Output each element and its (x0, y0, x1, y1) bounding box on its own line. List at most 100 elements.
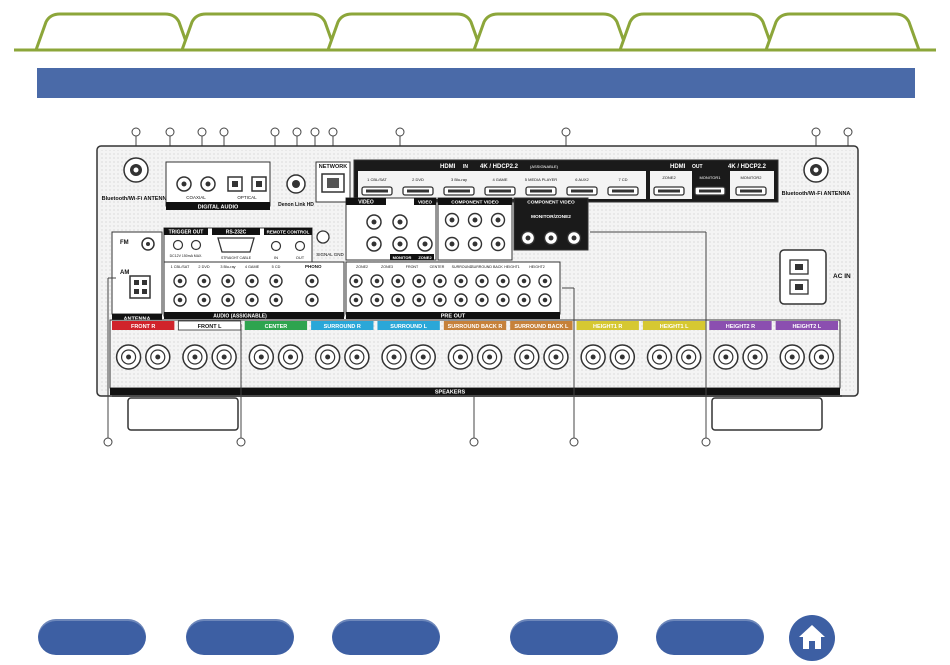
hdmi-in-port[interactable]: 7 CD (607, 177, 639, 196)
speaker-terminal[interactable] (447, 344, 474, 370)
bt-antenna-left[interactable]: Bluetooth/Wi-Fi ANTENNA (102, 157, 171, 202)
audio-input-jack-l[interactable] (221, 274, 235, 288)
trigger-out-1-jack[interactable] (172, 239, 184, 251)
phono-jack-l[interactable] (305, 274, 319, 288)
pre-out-jack-bottom[interactable] (412, 293, 426, 307)
component-in-jack[interactable] (444, 236, 460, 252)
trigger-out-2-jack[interactable] (190, 239, 202, 251)
remote-in-jack[interactable] (270, 240, 282, 252)
ac-in[interactable]: AC IN (779, 249, 851, 305)
pre-out-jack-bottom[interactable] (454, 293, 468, 307)
tab-2[interactable] (179, 12, 338, 52)
nav-button-4[interactable] (510, 619, 618, 655)
tab-5[interactable] (617, 12, 776, 52)
speaker-terminal[interactable] (182, 344, 208, 370)
pre-out-jack-top[interactable] (496, 274, 510, 288)
pre-out-jack-bottom[interactable] (370, 293, 384, 307)
speaker-terminal[interactable] (145, 344, 171, 370)
hdmi-in-port[interactable]: 1 CBL/SAT (361, 177, 393, 196)
hdmi-in-port[interactable]: 4 GAME (484, 177, 516, 196)
pre-out-jack-bottom[interactable] (538, 293, 552, 307)
phono-jack-r[interactable] (305, 293, 319, 307)
pre-out-jack-top[interactable] (412, 274, 426, 288)
pre-out-jack-bottom[interactable] (475, 293, 489, 307)
component-in-jack[interactable] (490, 236, 506, 252)
audio-input-jack-l[interactable] (269, 274, 283, 288)
component-in-jack[interactable] (490, 212, 506, 228)
pre-out-jack-top[interactable] (454, 274, 468, 288)
speaker-terminal[interactable] (713, 344, 739, 370)
pre-out-jack-top[interactable] (391, 274, 405, 288)
speaker-terminal[interactable] (211, 344, 237, 370)
hdmi-in-port[interactable]: 5 MEDIA PLAYER (525, 177, 557, 196)
nav-button-5[interactable] (656, 619, 764, 655)
speaker-terminal[interactable] (381, 344, 407, 370)
speaker-terminal[interactable] (808, 344, 835, 370)
component-in-jack[interactable] (444, 212, 460, 228)
am-antenna-terminal[interactable] (129, 275, 151, 299)
speaker-terminal[interactable] (580, 344, 606, 370)
rs232c-port[interactable] (217, 237, 255, 253)
tab-3[interactable] (325, 12, 484, 52)
bt-antenna-right[interactable]: Bluetooth/Wi-Fi ANTENNA (782, 157, 851, 197)
pre-out-jack-bottom[interactable] (517, 293, 531, 307)
pre-out-jack-bottom[interactable] (496, 293, 510, 307)
pre-out-jack-top[interactable] (433, 274, 447, 288)
pre-out-jack-top[interactable] (349, 274, 363, 288)
audio-input-jack-r[interactable] (173, 293, 187, 307)
speaker-terminal[interactable] (675, 344, 702, 370)
speaker-terminal[interactable] (779, 344, 805, 370)
component-out-jack[interactable] (543, 230, 559, 246)
hdmi-in-port[interactable]: 6 AUX2 (566, 177, 598, 196)
audio-input-jack-r[interactable] (269, 293, 283, 307)
hdmi-in-port[interactable]: 3 Blu-ray (443, 177, 475, 196)
speaker-terminal[interactable] (514, 344, 540, 370)
hdmi-out-port[interactable]: MONITOR2 (735, 175, 767, 196)
network-port[interactable]: NETWORK (315, 161, 351, 203)
component-in-jack[interactable] (467, 212, 483, 228)
speaker-terminal[interactable] (543, 344, 569, 370)
audio-input-jack-l[interactable] (197, 274, 211, 288)
speaker-terminal[interactable] (115, 344, 142, 370)
component-out-jack[interactable] (566, 230, 582, 246)
hdmi-out-port[interactable]: MONITOR1 (692, 171, 730, 199)
component-in-jack[interactable] (467, 236, 483, 252)
audio-input-jack-r[interactable] (245, 293, 259, 307)
audio-input-jack-r[interactable] (197, 293, 211, 307)
speaker-terminal[interactable] (476, 344, 503, 370)
hdmi-in-port[interactable]: 2 DVD (402, 177, 434, 196)
speaker-terminal[interactable] (609, 344, 636, 370)
home-button[interactable] (789, 615, 835, 661)
denon-link-jack[interactable]: Denon Link HD (278, 174, 314, 208)
audio-input-jack-r[interactable] (221, 293, 235, 307)
speaker-terminal[interactable] (646, 344, 673, 370)
component-video-label: COMPONENT VIDEO (451, 200, 499, 206)
component-out-jack[interactable] (520, 230, 536, 246)
tab-6[interactable] (763, 12, 922, 52)
pre-out-jack-top[interactable] (517, 274, 531, 288)
tab-4[interactable] (471, 12, 630, 52)
pre-out-jack-top[interactable] (475, 274, 489, 288)
tab-1[interactable] (33, 12, 192, 52)
speaker-terminal[interactable] (410, 344, 436, 370)
pre-out-jack-bottom[interactable] (433, 293, 447, 307)
pre-out-jack-top[interactable] (538, 274, 552, 288)
speaker-terminal[interactable] (248, 344, 275, 370)
component-in-jacks (444, 212, 506, 252)
speaker-terminal[interactable] (344, 344, 370, 370)
pre-out-jack-bottom[interactable] (391, 293, 405, 307)
signal-gnd[interactable]: SIGNAL GND (316, 230, 345, 257)
speaker-terminal[interactable] (742, 344, 768, 370)
pre-out-label: PRE OUT (441, 314, 466, 320)
nav-button-3[interactable] (332, 619, 440, 655)
nav-button-1[interactable] (38, 619, 146, 655)
remote-out-jack[interactable] (294, 240, 306, 252)
audio-input-jack-l[interactable] (173, 274, 187, 288)
hdmi-out-port[interactable]: ZONE2 (653, 175, 685, 196)
pre-out-jack-top[interactable] (370, 274, 384, 288)
nav-button-2[interactable] (186, 619, 294, 655)
speaker-terminal[interactable] (314, 344, 341, 370)
pre-out-jack-bottom[interactable] (349, 293, 363, 307)
audio-input-jack-l[interactable] (245, 274, 259, 288)
speaker-terminal[interactable] (277, 344, 304, 370)
